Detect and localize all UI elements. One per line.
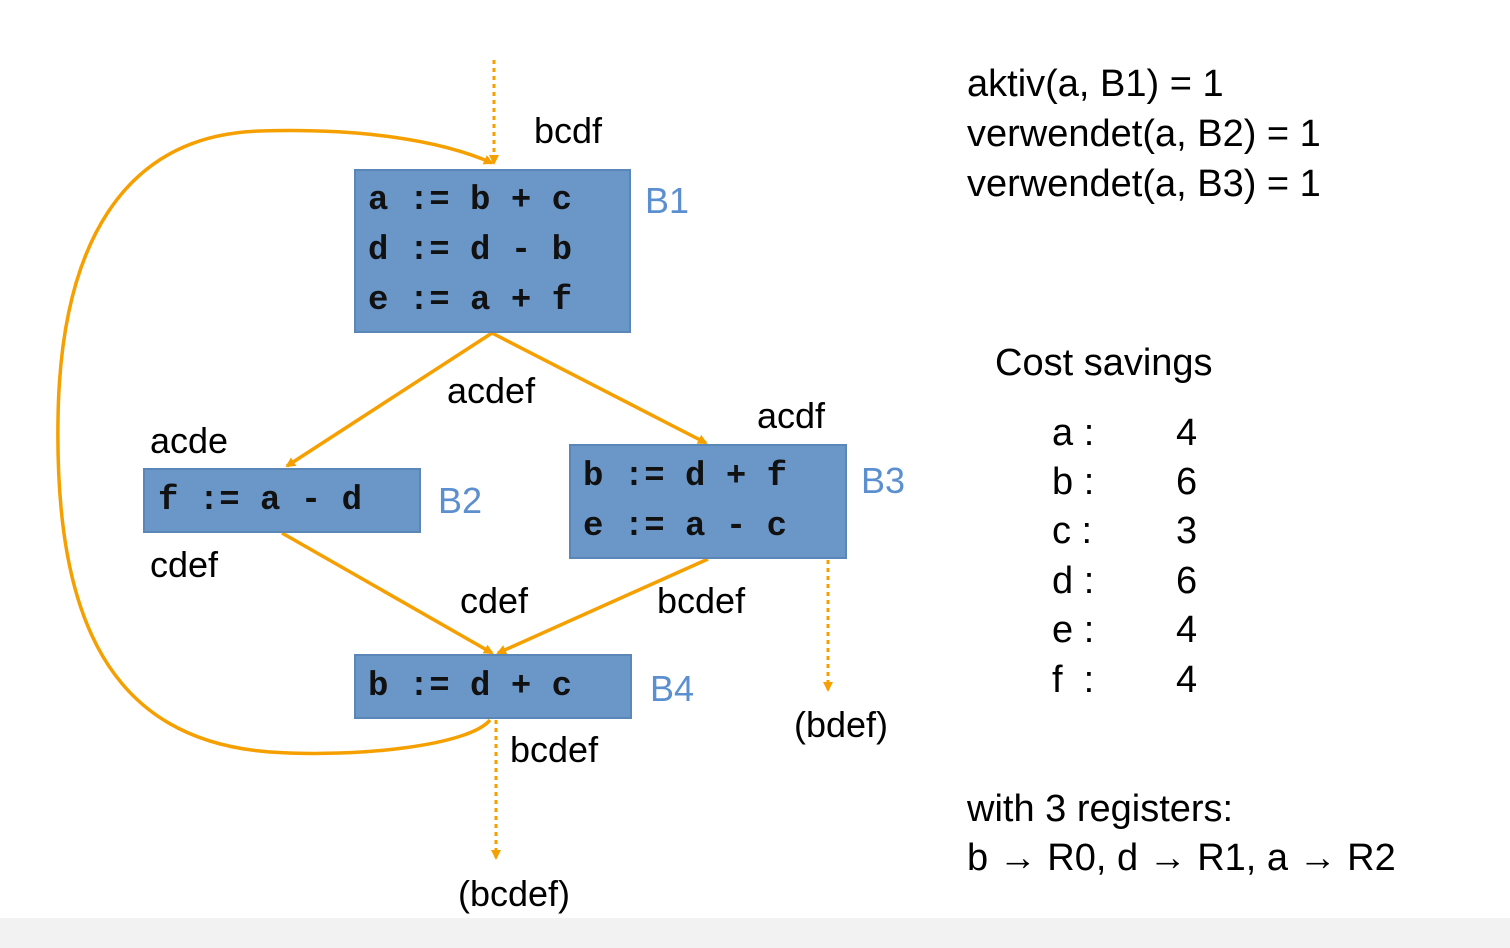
block-b2 [143, 468, 421, 533]
cost-var-e: e : [1052, 609, 1095, 651]
cost-val-f: 4 [1176, 659, 1198, 701]
block-label-b2: B2 [438, 480, 483, 521]
label-b4-out: bcdef [510, 729, 599, 770]
cost-val-c: 3 [1176, 510, 1198, 552]
bottom-band [0, 918, 1510, 948]
edge-b1-b2 [285, 331, 493, 468]
allocation-title: with 3 registers: [967, 788, 1234, 830]
edge-b1-b3 [491, 331, 708, 445]
block-label-b4: B4 [650, 668, 695, 709]
cost-var-d: d : [1052, 560, 1095, 602]
b3-line-1: b := d + f [583, 458, 788, 496]
label-b2-out: cdef [150, 544, 219, 585]
cost-savings-title: Cost savings [995, 342, 1213, 384]
b4-line-1: b := d + c [368, 668, 573, 706]
cost-var-c: c : [1052, 510, 1093, 552]
cost-var-b: b : [1052, 461, 1095, 503]
cost-var-a: a : [1052, 412, 1095, 454]
cost-val-a: 4 [1176, 412, 1198, 454]
block-b1 [354, 169, 631, 333]
b3-line-2: e := a - c [583, 508, 788, 546]
edge-b2-b4 [281, 531, 494, 655]
label-b1-in: bcdf [534, 110, 603, 151]
cost-val-e: 4 [1176, 609, 1198, 651]
b2-line-1: f := a - d [158, 482, 363, 520]
cost-val-d: 6 [1176, 560, 1198, 602]
b1-line-3: e := a + f [368, 282, 573, 320]
label-b1-out: acdef [447, 370, 536, 411]
label-b3-out: bcdef [657, 580, 746, 621]
block-label-b3: B3 [861, 460, 906, 501]
block-b3 [569, 444, 847, 559]
block-label-b1: B1 [645, 180, 690, 221]
label-b3-exit: (bdef) [794, 704, 889, 745]
cost-val-b: 6 [1176, 461, 1198, 503]
edge-b3-b4 [496, 557, 709, 655]
usage-line-1: aktiv(a, B1) = 1 [967, 63, 1224, 105]
label-b3-in: acdf [757, 395, 826, 436]
block-b4 [354, 654, 632, 719]
cost-var-f: f : [1052, 659, 1095, 701]
b1-line-1: a := b + c [368, 182, 573, 220]
label-b4-exit: (bcdef) [458, 873, 571, 914]
usage-line-3: verwendet(a, B3) = 1 [967, 163, 1321, 205]
loop-edge-b4-b1 [56, 128, 494, 756]
usage-line-2: verwendet(a, B2) = 1 [967, 113, 1321, 155]
label-b2-in: acde [150, 420, 229, 461]
allocation-mapping: b → R0, d → R1, a → R2 [967, 837, 1396, 879]
label-b4-in: cdef [460, 580, 529, 621]
b1-line-2: d := d - b [368, 232, 573, 270]
